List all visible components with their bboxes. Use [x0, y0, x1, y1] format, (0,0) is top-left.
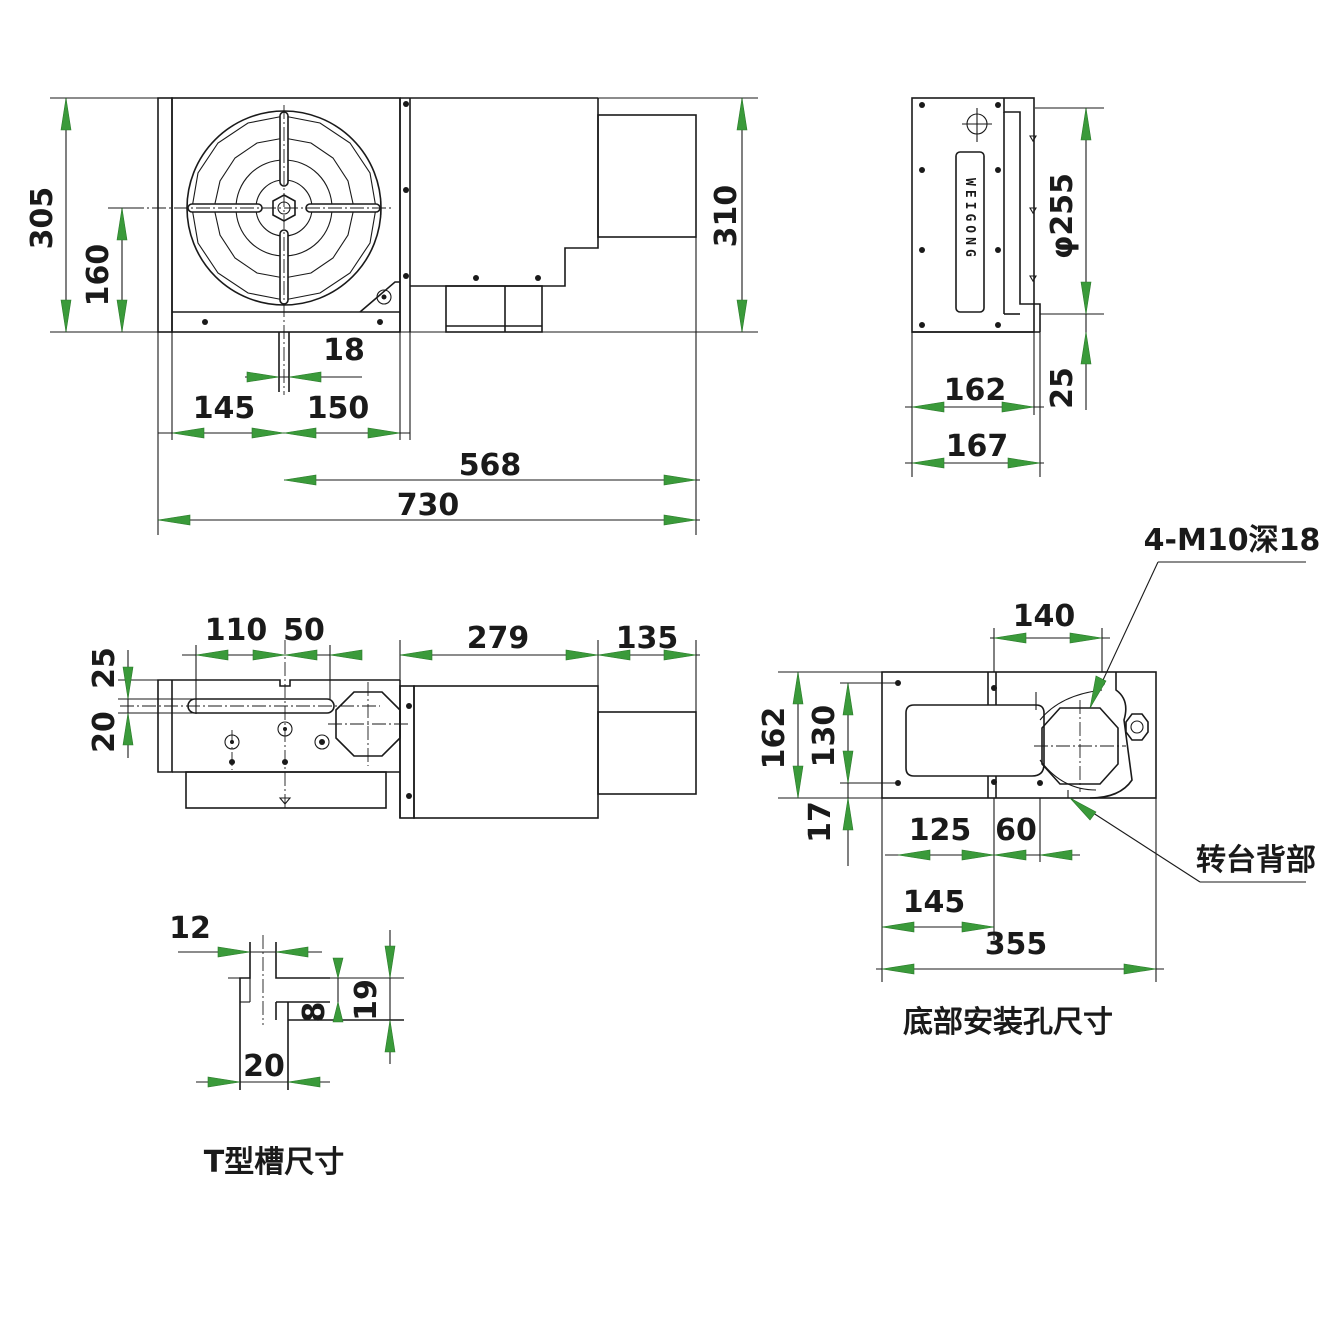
- dim-60: 60: [995, 813, 1037, 848]
- dim-279: 279: [467, 621, 530, 656]
- dim-167: 167: [946, 429, 1009, 464]
- dim-355: 355: [985, 927, 1048, 962]
- front-view: 305 160 310 18 145 150 568: [25, 97, 758, 535]
- dim-310: 310: [709, 185, 744, 248]
- caption-bottom: 底部安装孔尺寸: [903, 1005, 1113, 1040]
- dim-160: 160: [81, 244, 116, 307]
- dim-12: 12: [169, 911, 211, 946]
- tslot-detail: 12 8 19 20 T型槽尺寸: [169, 911, 404, 1180]
- dim-130: 130: [807, 705, 842, 768]
- dim-135: 135: [616, 621, 679, 656]
- dim-18: 18: [323, 333, 365, 368]
- dim-25-side: 25: [1045, 367, 1080, 409]
- dim-17: 17: [803, 801, 838, 843]
- dim-162-side: 162: [944, 373, 1007, 408]
- dim-305: 305: [25, 187, 60, 250]
- top-view: 110 50 279 135 25 20: [87, 613, 700, 819]
- callout-back: 转台背部: [1196, 843, 1316, 878]
- dim-125: 125: [909, 813, 972, 848]
- dim-19: 19: [349, 979, 384, 1021]
- dim-145: 145: [193, 391, 256, 426]
- dim-8: 8: [297, 1002, 332, 1023]
- dim-568: 568: [459, 448, 522, 483]
- caption-tslot: T型槽尺寸: [204, 1145, 344, 1180]
- dim-20-top: 20: [87, 711, 122, 753]
- brand-text: WEIGONG: [962, 178, 977, 261]
- side-view: WEIGONG φ255 25 162: [905, 97, 1104, 477]
- dim-150: 150: [307, 391, 370, 426]
- brand-plate: WEIGONG: [962, 178, 977, 261]
- dim-20-tslot: 20: [243, 1049, 285, 1084]
- dim-162-bottom: 162: [757, 707, 792, 770]
- dim-730: 730: [397, 488, 460, 523]
- dim-50: 50: [283, 613, 325, 648]
- dim-145-bottom: 145: [903, 885, 966, 920]
- dim-25-top: 25: [87, 647, 122, 689]
- dim-110: 110: [205, 613, 268, 648]
- callout-holes: 4-M10深18: [1144, 523, 1321, 558]
- dim-phi255: φ255: [1045, 173, 1080, 259]
- dim-140: 140: [1013, 599, 1076, 634]
- bottom-view: 4-M10深18 转台背部 140 162 130 17 12: [757, 523, 1320, 1040]
